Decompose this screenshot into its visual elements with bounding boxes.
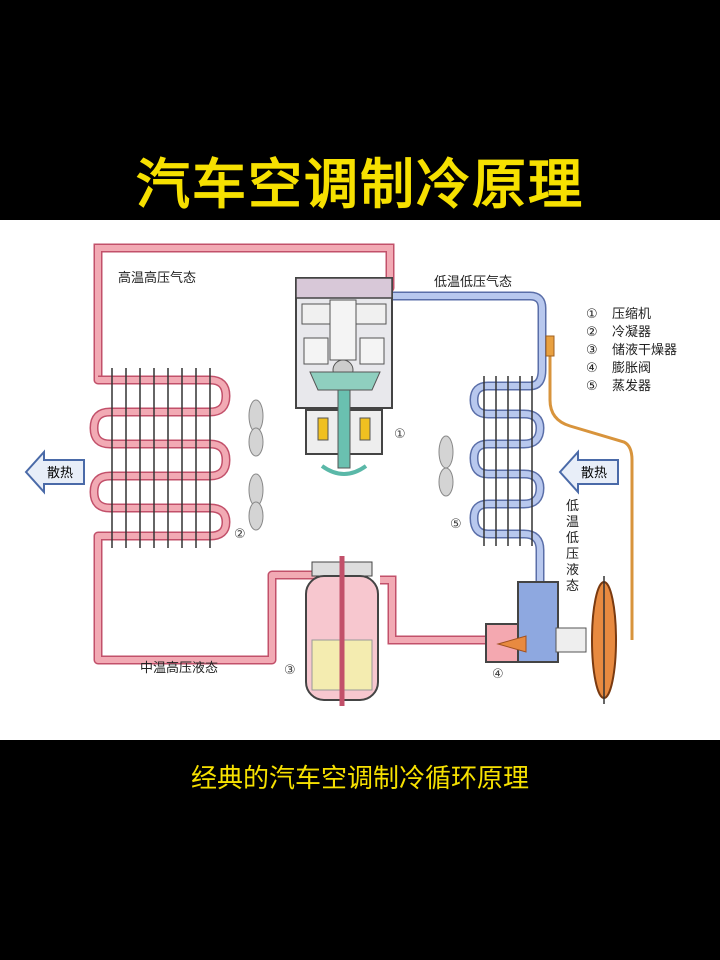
evaporator-coil (390, 291, 547, 600)
svg-text:压: 压 (566, 547, 579, 562)
number-compressor: ① (394, 427, 406, 442)
legend: ① 压缩机 ② 冷凝器 ③ 储液干燥器 ④ 膨胀阀 ⑤ 蒸发器 (586, 306, 677, 394)
heat-arrow-left: 散热 (24, 449, 85, 495)
label-low-temp-liquid: 低 温 低 压 液 态 (566, 499, 579, 594)
number-evaporator: ⑤ (450, 517, 462, 532)
svg-text:态: 态 (566, 579, 579, 594)
label-mid-temp-liquid: 中温高压液态 (140, 660, 218, 676)
number-receiver: ③ (284, 663, 296, 678)
mid-pressure-liquid-line (380, 575, 488, 645)
page-title: 汽车空调制冷原理 (136, 153, 584, 216)
svg-text:膨胀阀: 膨胀阀 (612, 361, 651, 376)
heat-arrow-right: 散热 (558, 449, 619, 495)
diagram-panel: 散热 散热 高温高压气态 低温低压气态 中温高压液态 低 温 低 压 液 态 ①… (0, 220, 720, 740)
svg-text:低: 低 (566, 499, 579, 514)
svg-text:低: 低 (566, 531, 579, 546)
svg-text:蒸发器: 蒸发器 (612, 378, 651, 394)
number-condenser: ② (234, 527, 246, 542)
condenser-coil (89, 368, 340, 665)
svg-text:冷凝器: 冷凝器 (612, 324, 651, 340)
evaporator-fan (438, 435, 454, 497)
svg-text:散热: 散热 (581, 466, 607, 481)
label-high-temp-gas: 高温高压气态 (118, 270, 196, 286)
expansion-valve (485, 576, 617, 704)
svg-text:④: ④ (586, 361, 598, 376)
svg-text:压缩机: 压缩机 (612, 306, 651, 322)
svg-text:储液干燥器: 储液干燥器 (612, 343, 677, 358)
svg-text:③: ③ (586, 343, 598, 358)
svg-text:温: 温 (566, 515, 579, 530)
sensing-tube (548, 348, 634, 640)
receiver-drier (305, 556, 379, 706)
sensing-bulb (545, 335, 555, 357)
refrigeration-diagram: 散热 散热 高温高压气态 低温低压气态 中温高压液态 低 温 低 压 液 态 ①… (24, 243, 677, 706)
svg-text:①: ① (586, 307, 598, 322)
number-valve: ④ (492, 667, 504, 682)
svg-text:散热: 散热 (47, 466, 73, 481)
caption: 经典的汽车空调制冷循环原理 (190, 764, 529, 794)
svg-text:②: ② (586, 325, 598, 340)
label-low-temp-gas: 低温低压气态 (434, 274, 512, 290)
svg-text:液: 液 (566, 563, 579, 578)
high-pressure-gas-line (93, 243, 395, 385)
svg-text:⑤: ⑤ (586, 379, 598, 394)
compressor (295, 277, 393, 476)
condenser-fan (248, 399, 264, 531)
